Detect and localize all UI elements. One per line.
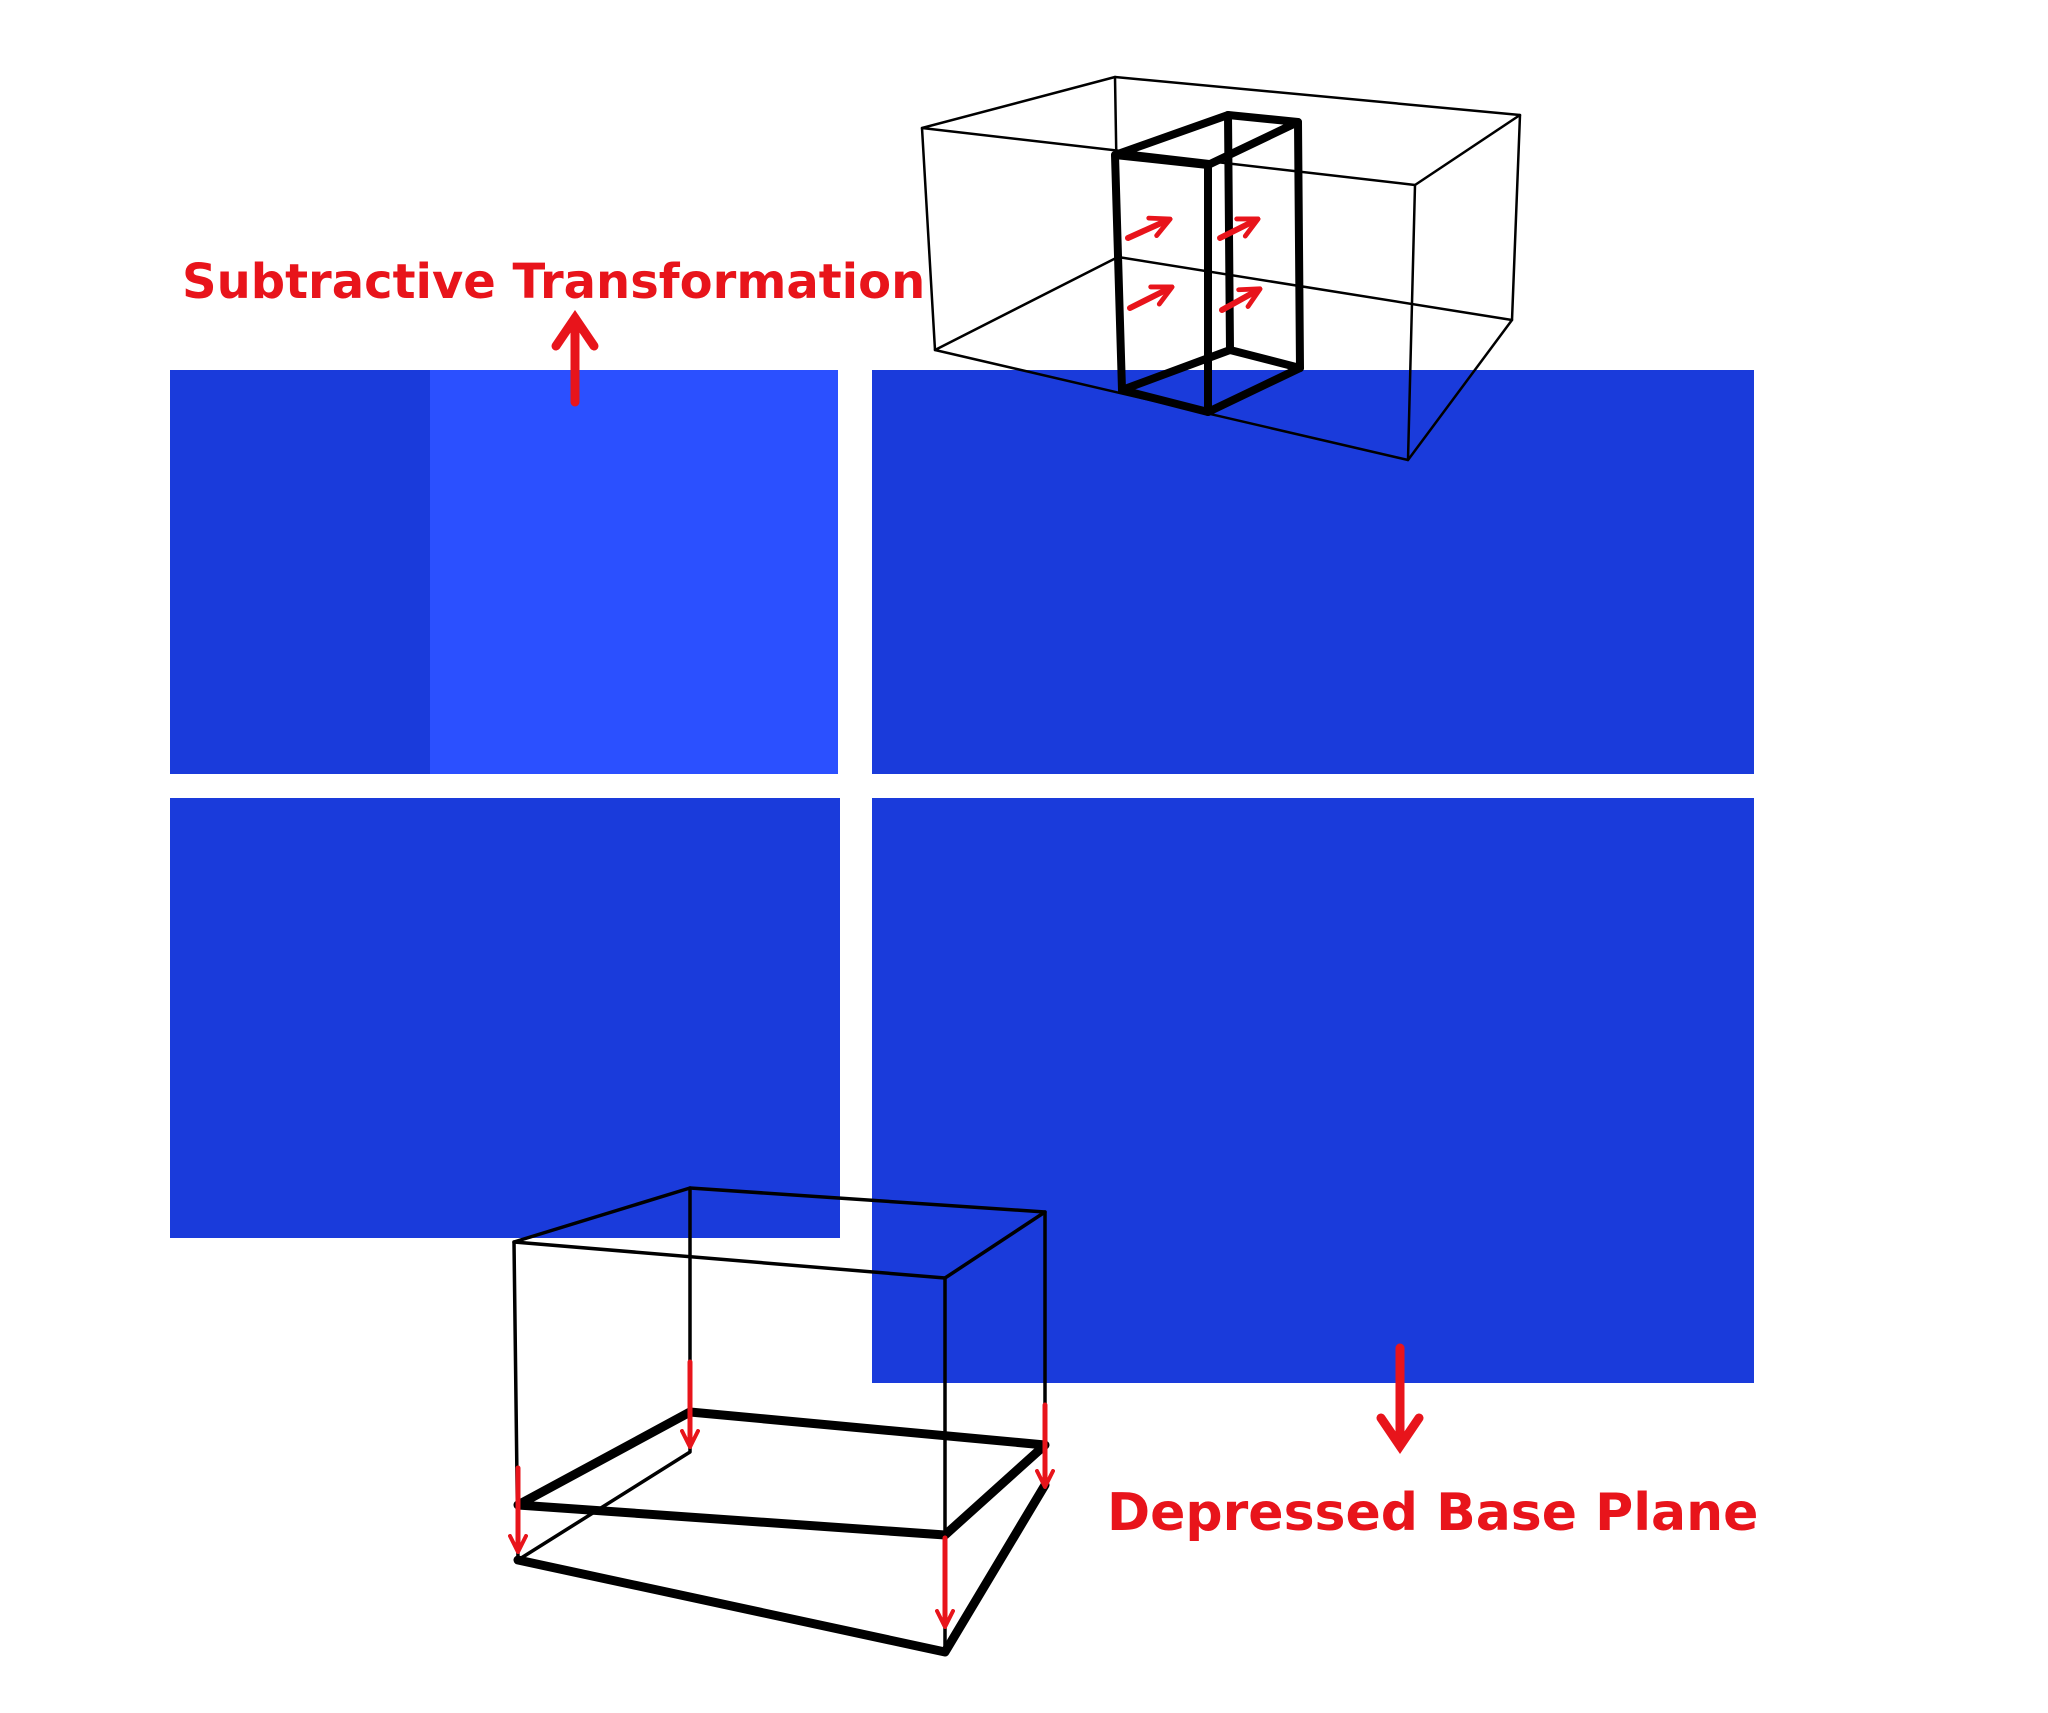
prism-arrow-3 bbox=[1127, 284, 1175, 311]
panel-top-left-highlight bbox=[430, 370, 838, 774]
depressed-label: Depressed Base Plane bbox=[1107, 1483, 1758, 1543]
base-arrows bbox=[508, 1359, 1055, 1629]
prism-arrow-2 bbox=[1217, 216, 1261, 241]
depressed-arrow-head bbox=[1376, 1413, 1424, 1455]
blue-panels bbox=[170, 370, 1754, 1383]
prism-arrows bbox=[1125, 215, 1263, 313]
prism-arrow-4 bbox=[1219, 286, 1263, 313]
panel-bottom-left bbox=[170, 798, 840, 1238]
prism-arrow-1 bbox=[1125, 215, 1173, 241]
top-wireframe-box bbox=[920, 75, 1522, 462]
label-arrows bbox=[551, 309, 1424, 1455]
panel-bottom-right bbox=[872, 798, 1754, 1383]
panel-top-right bbox=[872, 370, 1754, 774]
subtractive-label: Subtractive Transformation bbox=[182, 254, 925, 310]
subtractive-arrow-head bbox=[551, 309, 599, 351]
